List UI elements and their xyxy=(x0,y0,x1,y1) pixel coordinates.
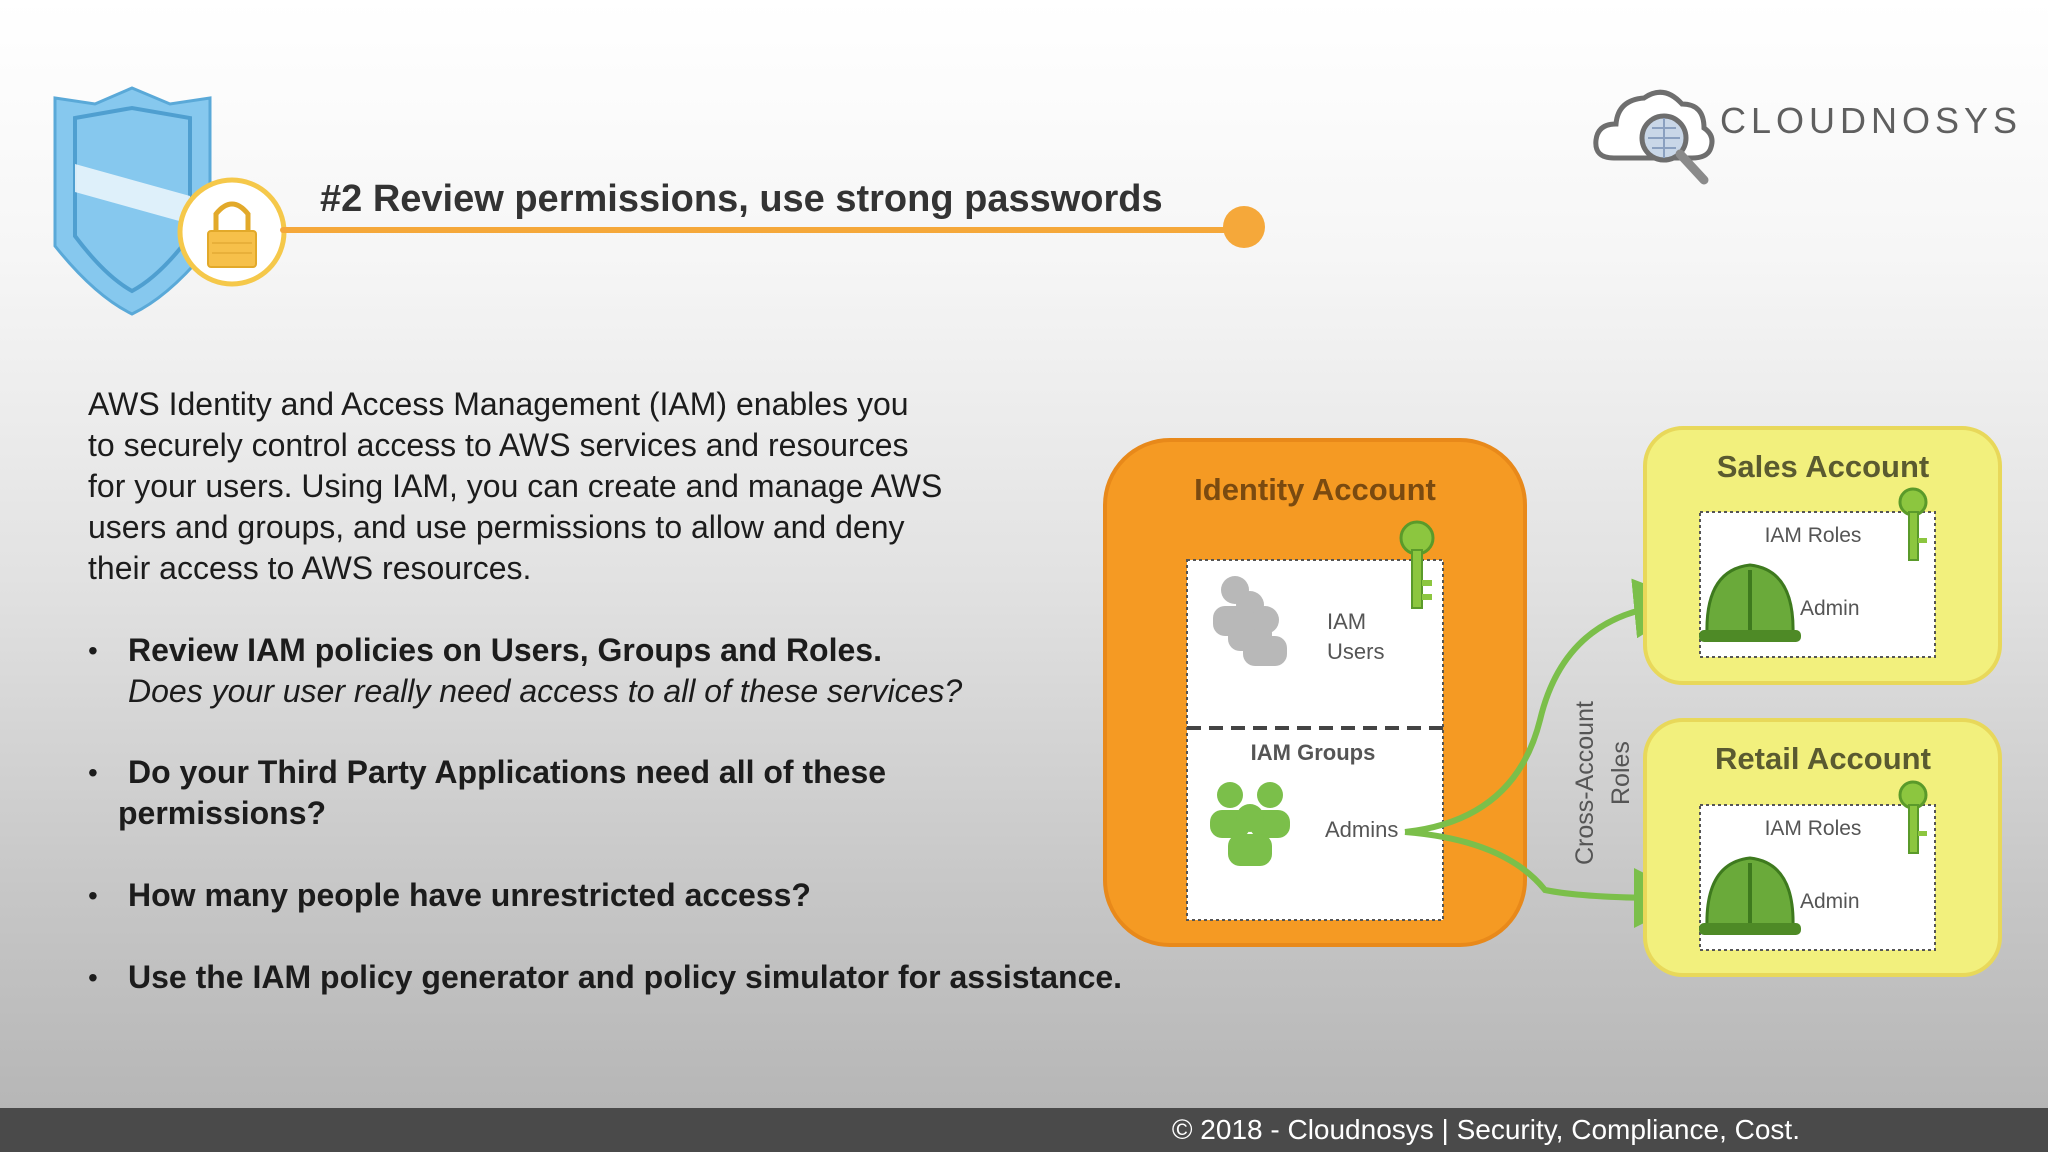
key-icon xyxy=(1399,520,1435,609)
cross-account-label-2: Roles xyxy=(1607,741,1635,805)
shield-lock-icon xyxy=(50,86,290,316)
identity-account-label: Identity Account xyxy=(1194,472,1436,507)
iam-cross-account-diagram: Identity Account IAM Users IAM Groups xyxy=(1095,420,2020,980)
retail-account-label: Retail Account xyxy=(1715,741,1931,776)
users-icon xyxy=(1213,576,1287,666)
intro-line: users and groups, and use permissions to… xyxy=(88,509,905,545)
bullet-subtext: Does your user really need access to all… xyxy=(128,673,963,709)
bullet-text: Review IAM policies on Users, Groups and… xyxy=(128,632,882,668)
intro-line: their access to AWS resources. xyxy=(88,550,532,586)
intro-line: to securely control access to AWS servic… xyxy=(88,427,909,463)
bullet-item: • How many people have unrestricted acce… xyxy=(88,875,1228,916)
intro-line: for your users. Using IAM, you can creat… xyxy=(88,468,943,504)
hard-hat-icon xyxy=(1699,563,1801,642)
title-underline-dot xyxy=(1223,206,1265,248)
sales-iam-roles-label: IAM Roles xyxy=(1765,524,1862,547)
bullet-text: Do your Third Party Applications need al… xyxy=(128,754,887,790)
slide-title: #2 Review permissions, use strong passwo… xyxy=(320,178,1163,220)
bullet-dot: • xyxy=(88,757,98,788)
footer-bar: © 2018 - Cloudnosys | Security, Complian… xyxy=(0,1108,2048,1152)
cross-account-label-1: Cross-Account xyxy=(1571,701,1599,865)
logo-wordmark: CLOUDNOSYS xyxy=(1720,100,2023,141)
bullet-text: Use the IAM policy generator and policy … xyxy=(128,959,1123,995)
admins-group-icon xyxy=(1210,782,1290,866)
bullet-dot: • xyxy=(88,635,98,666)
sales-admin-label: Admin xyxy=(1800,597,1860,620)
bullet-item: • Do your Third Party Applications need … xyxy=(88,752,1228,834)
bullet-item: • Use the IAM policy generator and polic… xyxy=(88,957,1228,998)
retail-admin-label: Admin xyxy=(1800,890,1860,913)
bullet-dot: • xyxy=(88,880,98,911)
retail-iam-roles-label: IAM Roles xyxy=(1765,817,1862,840)
iam-users-label-1: IAM xyxy=(1327,609,1366,634)
sales-account-label: Sales Account xyxy=(1717,449,1929,484)
intro-paragraph: AWS Identity and Access Management (IAM)… xyxy=(88,384,1048,589)
key-icon xyxy=(1898,780,1928,854)
bullet-text: How many people have unrestricted access… xyxy=(128,877,811,913)
key-icon xyxy=(1898,487,1928,561)
arrow-to-retail xyxy=(1404,829,1694,928)
hard-hat-icon xyxy=(1699,856,1801,935)
arrow-to-sales xyxy=(1404,578,1694,835)
footer-text: © 2018 - Cloudnosys | Security, Complian… xyxy=(1171,1114,1800,1145)
title-underline xyxy=(280,227,1240,233)
admins-label: Admins xyxy=(1325,817,1398,842)
iam-groups-label: IAM Groups xyxy=(1251,740,1376,765)
bullet-item: • Review IAM policies on Users, Groups a… xyxy=(88,630,1228,712)
bullet-dot: • xyxy=(88,962,98,993)
bullet-text-continued: permissions? xyxy=(118,795,327,831)
intro-line: AWS Identity and Access Management (IAM)… xyxy=(88,386,909,422)
cloud-magnifier-icon xyxy=(1592,78,1722,188)
iam-users-label-2: Users xyxy=(1327,639,1384,664)
